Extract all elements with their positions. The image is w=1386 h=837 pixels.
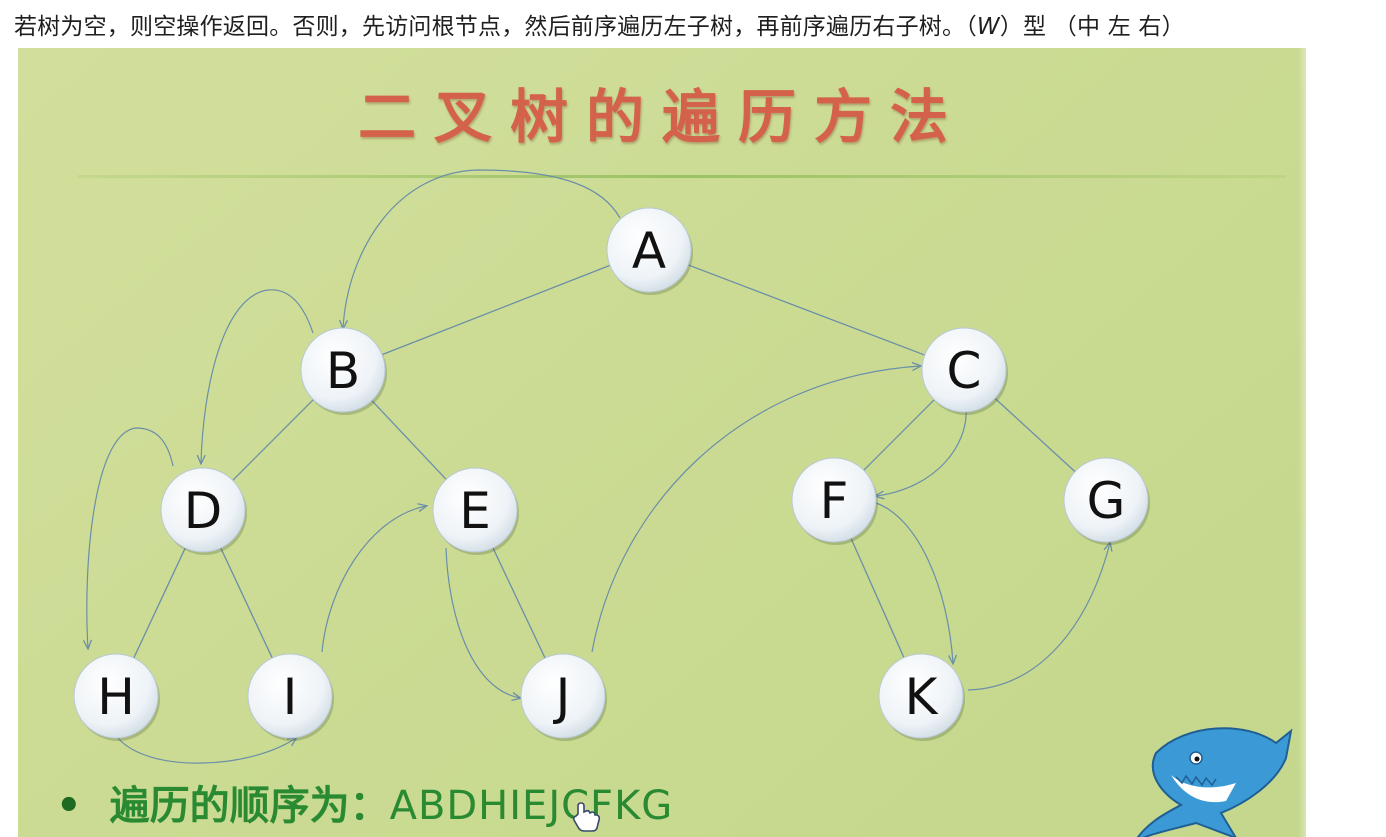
node-circle [300,327,386,413]
tree-node-f: F [791,457,878,545]
slide-image: 二叉树的遍历方法 A B C D E F G H I J K [18,48,1306,837]
traversal-arrow-i-e [321,506,426,653]
traversal-order-line: • 遍历的顺序为：ABDHIEJCFKG [56,773,673,831]
type-mark: （W）型 [965,14,1046,40]
type-mark-open: （ [965,14,977,40]
sequence-label: 遍历的顺序为： [109,782,390,829]
tree-edge-f-k [850,538,905,658]
tree-node-a: A [606,207,693,295]
node-circle [791,457,877,543]
node-circle [606,207,692,293]
caption-line: 若树为空，则空操作返回。否则，先访问根节点，然后前序遍历左子树，再前序遍历右子树… [14,10,1185,44]
shark-mascot-icon [1136,727,1293,837]
node-label: F [820,472,849,530]
node-circle [520,653,606,739]
traversal-arrow-j-c [591,366,920,653]
node-label: B [326,342,360,400]
node-circle [1063,457,1149,543]
tree-node-h: H [73,653,160,741]
node-label: J [553,668,571,726]
tree-edge-c-g [994,397,1076,473]
node-label: A [632,222,666,280]
tree-node-b: B [300,327,387,415]
tree-edge-d-h [133,547,186,659]
tree-nodes: A B C D E F G H I J K [73,207,1150,741]
tree-edge-b-d [232,399,314,481]
tree-node-d: D [160,467,247,555]
title-divider [78,175,1286,178]
tree-edge-a-b [381,264,611,356]
caption-text: 若树为空，则空操作返回。否则，先访问根节点，然后前序遍历左子树，再前序遍历右子树… [14,14,966,40]
traversal-arrow-k-g [967,543,1110,691]
traversal-arrow-f-k [875,502,953,663]
sequence-value: ABDHIEJCFKG [389,783,674,829]
traversal-arrow-c-f [876,409,967,496]
node-circle [432,467,518,553]
tree-edge-b-e [371,400,447,480]
node-label: C [947,342,982,400]
node-circle [247,653,333,739]
tree-node-j: J [520,653,607,741]
traversal-arrow-d-h [87,427,174,648]
node-label: E [459,482,491,540]
node-label: D [184,482,223,540]
tree-node-i: I [247,653,334,741]
node-label: G [1087,472,1126,530]
node-label: H [97,668,135,726]
type-mark-letter: W [976,14,1000,40]
traversal-path [87,169,1110,764]
tree-node-e: E [432,467,519,555]
traversal-arrow-h-i [117,738,296,764]
bullet-icon: • [56,783,82,829]
tree-edge-a-c [688,264,925,356]
node-circle [878,653,964,739]
slide-title: 二叉树的遍历方法 [357,83,966,151]
traversal-arrow-a-b [343,169,621,328]
tree-edge-e-j [492,547,546,659]
node-label: I [283,668,298,726]
tree-edge-d-i [220,547,273,659]
tree-edge-c-f [863,399,935,471]
traversal-arrow-e-j [445,547,520,698]
tree-edges [133,264,1076,659]
tree-node-c: C [921,327,1008,415]
slide-edge [1298,48,1306,837]
node-label: K [905,668,939,726]
type-mark-close: ）型 [999,14,1047,40]
binary-tree-diagram: A B C D E F G H I J K [73,169,1150,764]
hand-cursor-icon [572,802,601,832]
node-circle [921,327,1007,413]
node-circle [73,653,159,739]
traversal-arrow-b-d [201,289,314,463]
tree-node-g: G [1063,457,1150,545]
tree-node-k: K [878,653,965,741]
node-circle [160,467,246,553]
order-hint: （中 左 右） [1053,14,1185,40]
